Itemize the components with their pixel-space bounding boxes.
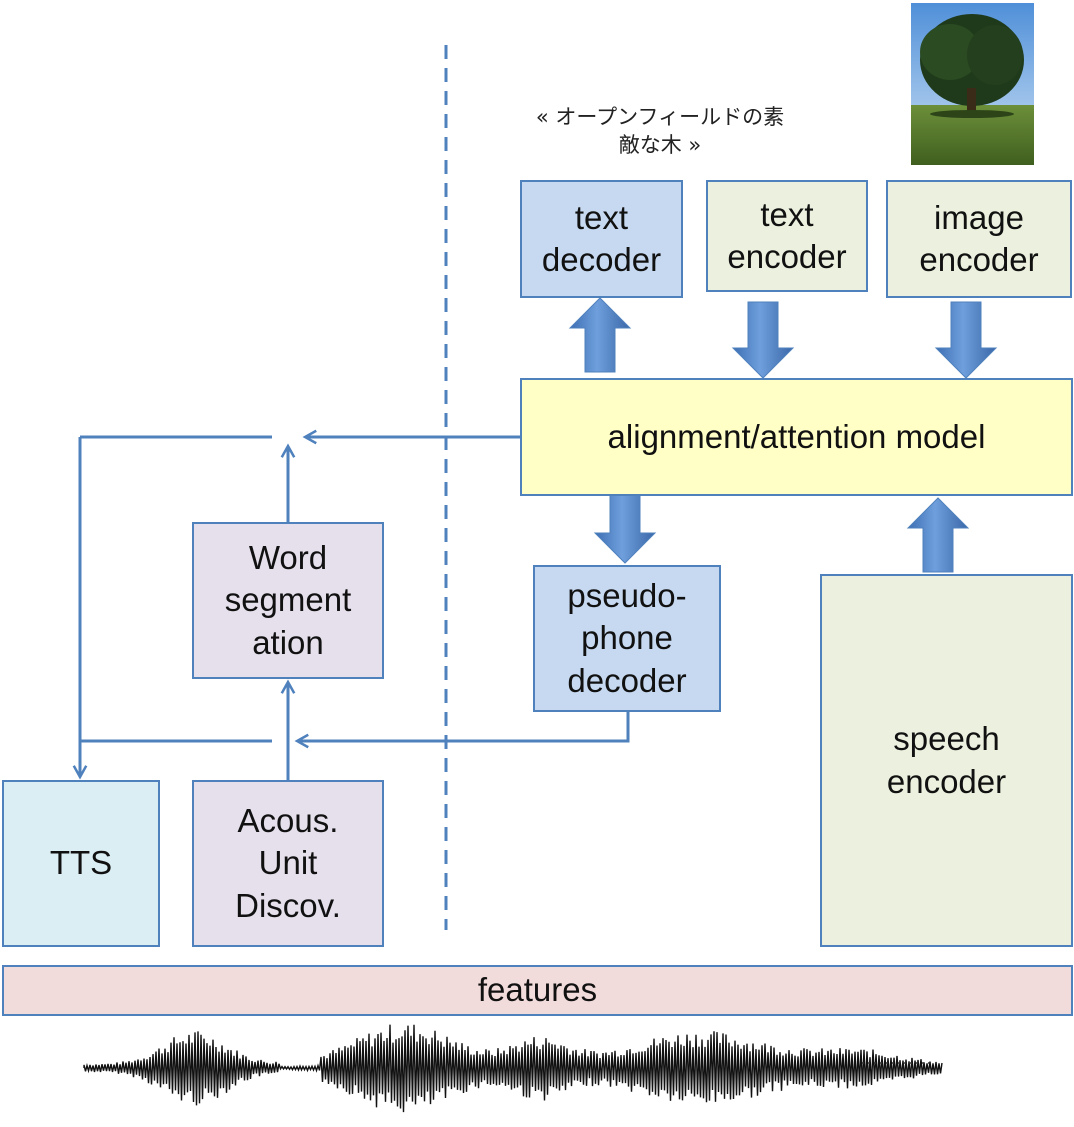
fat-arrow-to-text-decoder <box>568 297 632 373</box>
pseudo-phone-decoder-label: pseudo- phone decoder <box>567 577 687 699</box>
image-caption: « オープンフィールドの素 敵な木 » <box>500 103 820 160</box>
text-decoder-label: text decoder <box>541 198 662 278</box>
fat-arrow-from-image-encoder <box>934 301 998 379</box>
fat-arrow-to-pseudo-phone-decoder <box>593 489 657 564</box>
alignment-attention-model-label: alignment/attention model <box>607 417 986 455</box>
acoustic-unit-discovery-label: Acous. Unit Discov. <box>235 802 341 924</box>
caption-line-2: 敵な木 » <box>618 133 702 158</box>
pseudo-phone-decoder-box: pseudo- phone decoder <box>533 565 721 712</box>
fat-arrow-from-speech-encoder <box>906 497 970 573</box>
word-segmentation-label: Word segment ation <box>224 539 352 661</box>
speech-encoder-label: speech encoder <box>886 720 1007 800</box>
alignment-attention-model-box: alignment/attention model <box>520 378 1073 496</box>
caption-line-1: « オープンフィールドの素 <box>535 105 785 129</box>
tts-label: TTS <box>49 844 113 882</box>
fat-arrow-from-text-encoder <box>731 301 795 379</box>
acoustic-unit-discovery-box: Acous. Unit Discov. <box>192 780 384 947</box>
tts-box: TTS <box>2 780 160 947</box>
text-decoder-box: text decoder <box>520 180 683 298</box>
word-segmentation-box: Word segment ation <box>192 522 384 679</box>
text-encoder-label: text encoder <box>727 195 847 275</box>
pseudo-phone-to-left-arrow <box>297 711 630 741</box>
features-bar: features <box>2 965 1073 1016</box>
image-encoder-label: image encoder <box>919 198 1039 278</box>
features-label: features <box>477 971 598 1009</box>
image-encoder-box: image encoder <box>886 180 1072 298</box>
text-encoder-box: text encoder <box>706 180 868 292</box>
speech-encoder-box: speech encoder <box>820 574 1073 947</box>
